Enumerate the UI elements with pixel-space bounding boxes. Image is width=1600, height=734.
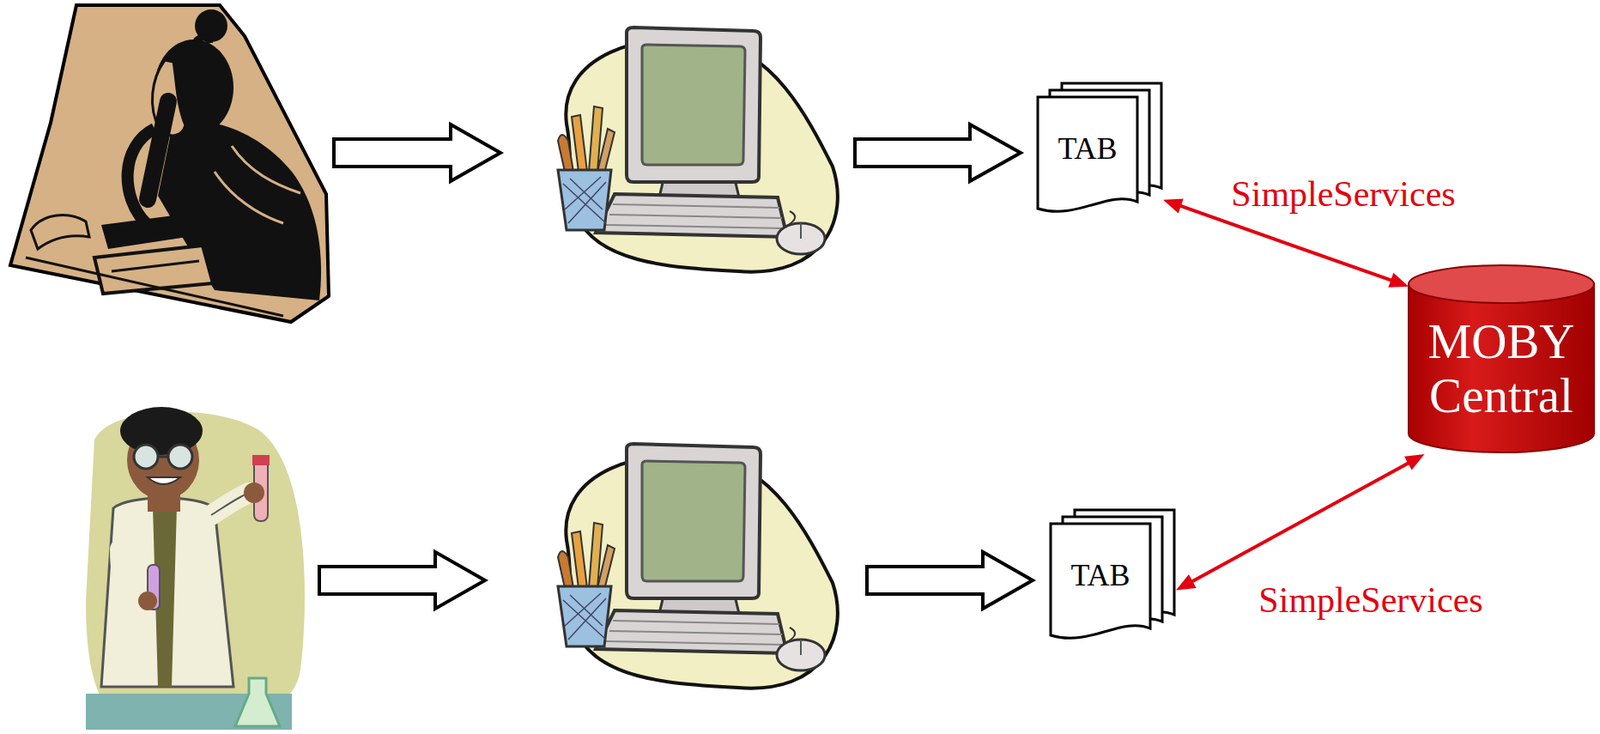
document-node: TAB	[1036, 81, 1164, 221]
document-label: TAB	[1057, 132, 1117, 167]
arrowhead	[1175, 574, 1197, 590]
arrowhead	[1163, 199, 1184, 214]
scientist-test-tubes	[85, 406, 305, 730]
service-connector	[1175, 454, 1425, 591]
document-page	[1050, 523, 1151, 638]
arrowhead	[1404, 454, 1425, 470]
connector-line	[1177, 205, 1394, 282]
flow-arrow	[319, 124, 1033, 609]
computer-icon	[557, 27, 838, 273]
computer-icon	[557, 443, 838, 689]
connector-label: SimpleServices	[1255, 580, 1485, 620]
document-node: TAB	[1048, 508, 1176, 648]
connector-line	[1189, 461, 1412, 583]
text-area: TAB	[1036, 96, 1140, 202]
database-node: MOBY Central	[1407, 263, 1595, 455]
arrowhead	[1387, 272, 1409, 288]
cylinder-body	[1408, 284, 1594, 453]
cylinder-top	[1408, 265, 1594, 304]
database-label: MOBY Central	[1414, 315, 1588, 423]
scientist-microscope	[10, 5, 329, 322]
document-label: TAB	[1070, 558, 1130, 594]
document-page	[1037, 96, 1138, 212]
text-area: MOBY Central	[1414, 306, 1588, 432]
connector-label: SimpleServices	[1228, 174, 1458, 214]
text-area: TAB	[1048, 523, 1152, 629]
